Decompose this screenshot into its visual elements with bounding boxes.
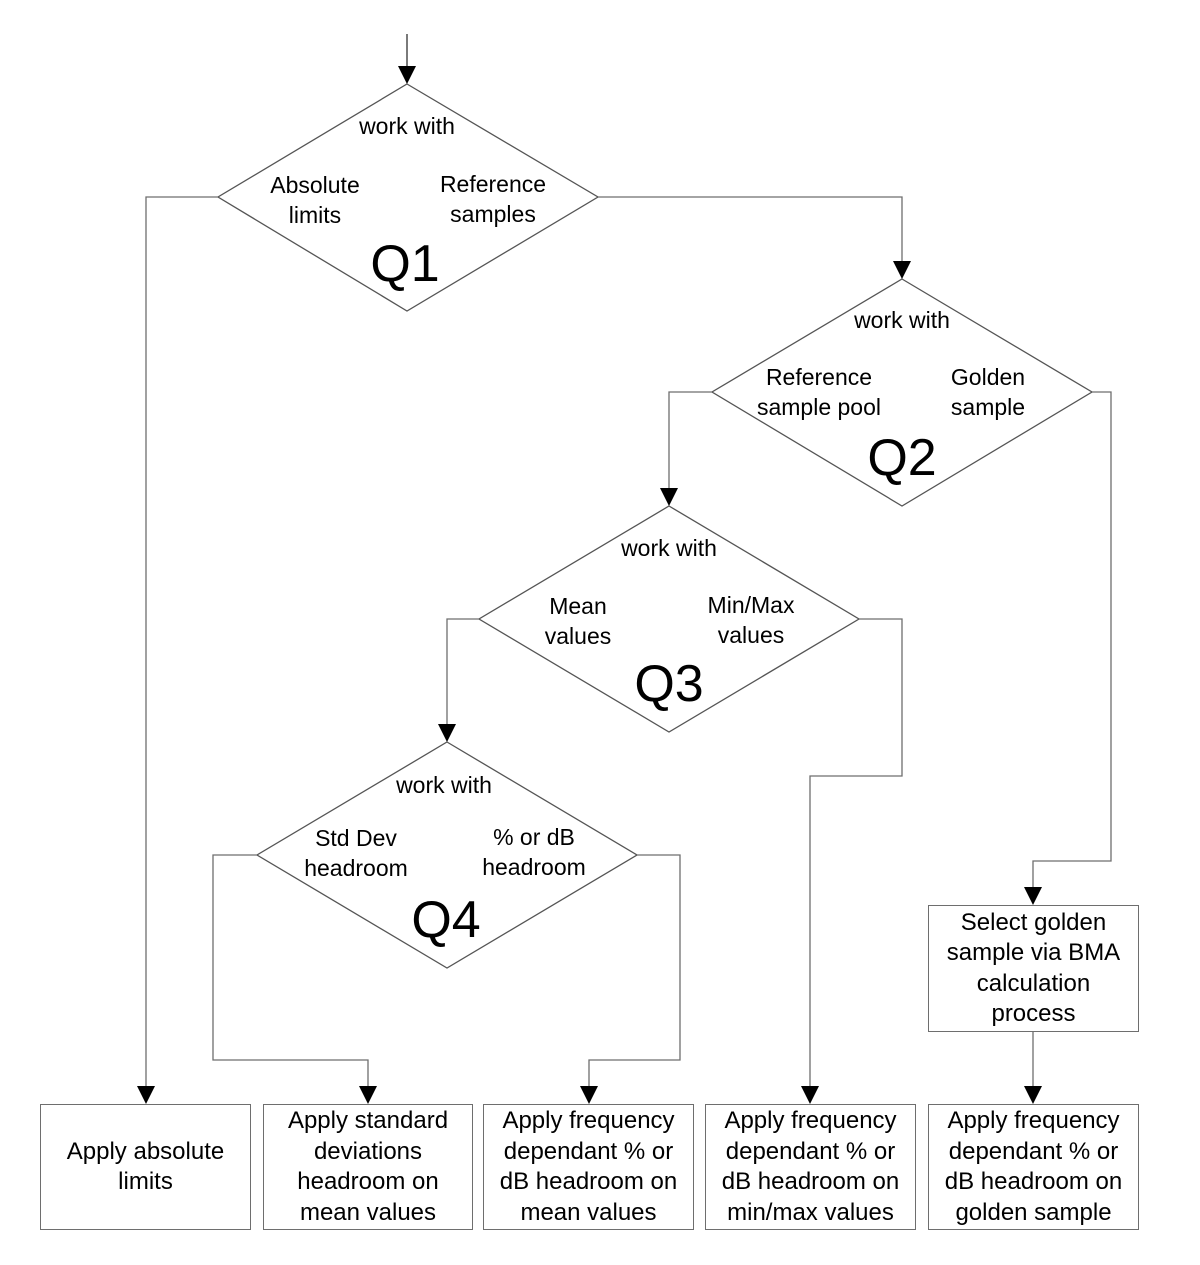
decision-q3-shape: [477, 505, 861, 733]
arrowhead-icon: [359, 1086, 377, 1104]
arrowhead-icon: [137, 1086, 155, 1104]
edge-q4-freq-mean: [588, 854, 681, 1086]
decision-q3-prompt: work with: [621, 535, 717, 561]
decision-q2-prompt: work with: [854, 307, 950, 333]
decision-q2-shape: [710, 278, 1094, 507]
decision-q4-left-option: Std Dev headroom: [304, 825, 408, 881]
decision-q1-label: Q1: [370, 235, 440, 293]
decision-q2-label: Q2: [867, 429, 937, 487]
decision-q1-right-option: Reference samples: [439, 171, 547, 227]
edge-q3-minmax: [809, 618, 903, 1086]
outcome-apply-stddev-headroom-mean: Apply standard deviations headroom on me…: [263, 1104, 473, 1230]
decision-q4-right-option: % or dB headroom: [482, 824, 586, 880]
arrowhead-icon: [893, 261, 911, 279]
arrowhead-icon: [1024, 887, 1042, 905]
decision-q2-right-option: Golden sample: [950, 364, 1026, 420]
decision-q2-left-option: Reference sample pool: [756, 364, 882, 420]
arrowhead-icon: [580, 1086, 598, 1104]
outcome-apply-freq-headroom-mean: Apply frequency dependant % or dB headro…: [483, 1104, 694, 1230]
decision-q1-prompt: work with: [359, 113, 455, 139]
decision-q4-label: Q4: [411, 891, 481, 949]
arrowhead-icon: [801, 1086, 819, 1104]
edge-q4-stddev: [212, 854, 369, 1086]
decision-q3-left-option: Mean values: [544, 593, 612, 649]
decision-q1-shape: [216, 83, 600, 312]
arrowhead-icon: [1024, 1086, 1042, 1104]
edge-q2-golden: [1032, 391, 1112, 887]
arrowhead-icon: [660, 488, 678, 506]
decision-q4-prompt: work with: [396, 772, 492, 798]
process-select-golden-sample: Select golden sample via BMA calculation…: [928, 905, 1139, 1032]
edge-q1-q2: [598, 196, 903, 261]
decision-q3-right-option: Min/Max values: [707, 592, 795, 648]
decision-q4-shape: [255, 741, 639, 969]
edge-q3-q4: [446, 618, 479, 724]
arrowhead-icon: [438, 724, 456, 742]
arrowhead-icon: [398, 66, 416, 84]
edge-q2-q3: [668, 391, 712, 488]
decision-q3-label: Q3: [634, 655, 704, 713]
outcome-apply-freq-headroom-golden: Apply frequency dependant % or dB headro…: [928, 1104, 1139, 1230]
outcome-apply-absolute-limits: Apply absolute limits: [40, 1104, 251, 1230]
decision-q1-left-option: Absolute limits: [270, 172, 360, 228]
outcome-apply-freq-headroom-minmax: Apply frequency dependant % or dB headro…: [705, 1104, 916, 1230]
edge-q1-absolute: [145, 196, 218, 1086]
